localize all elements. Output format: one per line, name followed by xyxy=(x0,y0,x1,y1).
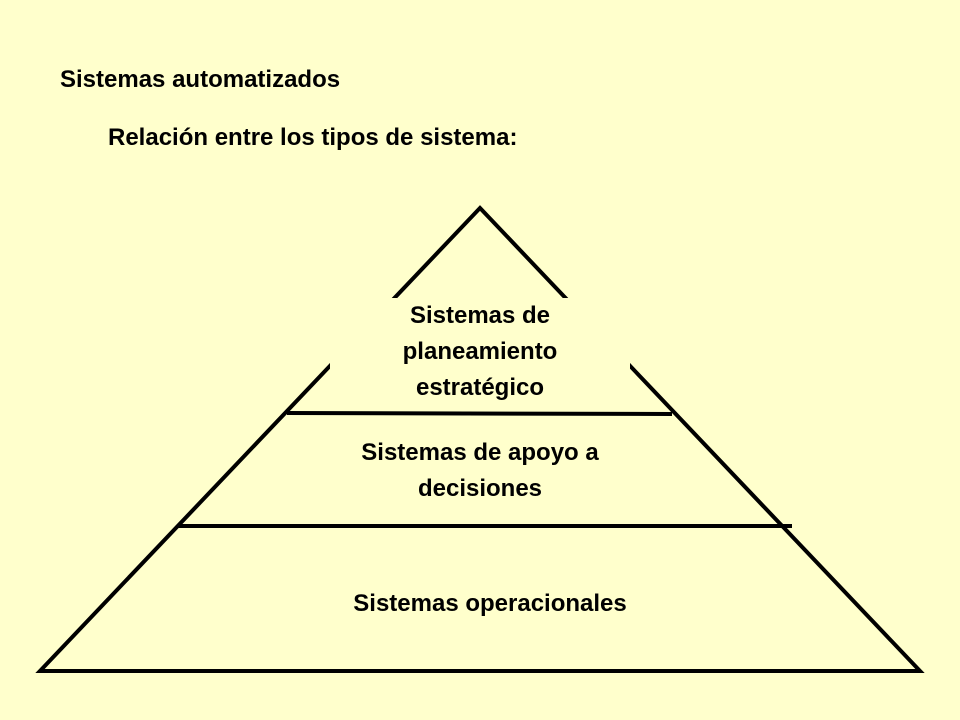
pyramid-tier-operational: Sistemas operacionales xyxy=(240,586,740,622)
tier-label-line: planeamiento xyxy=(402,338,558,365)
tier-label-line: decisiones xyxy=(417,475,543,502)
pyramid-outline xyxy=(35,205,925,673)
slide-title: Sistemas automatizados xyxy=(60,66,341,93)
tier-label-line: Sistemas de xyxy=(409,302,551,329)
slide-subtitle: Relación entre los tipos de sistema: xyxy=(108,124,518,151)
pyramid-tier-decision-support: Sistemas de apoyo a decisiones xyxy=(280,435,680,507)
tier-label-line: Sistemas de apoyo a xyxy=(361,439,599,466)
tier-label-line: estratégico xyxy=(415,374,545,401)
pyramid-divider-upper xyxy=(286,411,673,416)
tier-label-line: Sistemas operacionales xyxy=(353,590,627,617)
pyramid-tier-strategic-planning: Sistemas de planeamiento estratégico xyxy=(330,298,630,406)
